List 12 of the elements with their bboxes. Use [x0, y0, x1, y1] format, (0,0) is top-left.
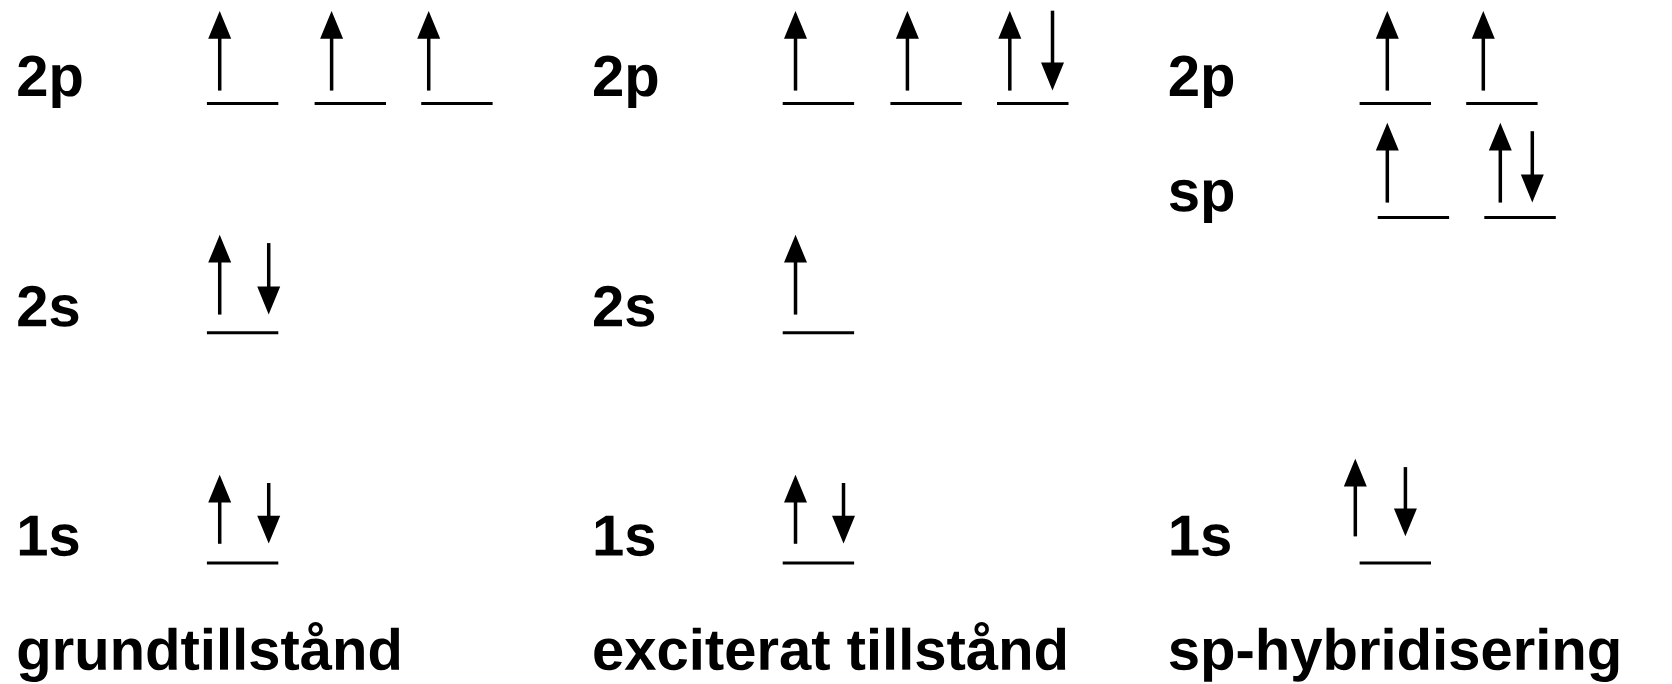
level-label: 2p: [1169, 55, 1234, 108]
level-label: 2s: [18, 285, 79, 327]
level-label: sp: [1169, 179, 1234, 224]
state-title: exciterat tillstånd: [594, 621, 1066, 671]
level-label: 1s: [19, 515, 79, 557]
state-title: grundtillstånd: [18, 621, 400, 682]
level-label: 2p: [18, 55, 82, 108]
level-label: 2s: [594, 285, 655, 327]
level-label: 1s: [595, 515, 655, 557]
state-title: sp-hybridisering: [1169, 627, 1619, 682]
level-label: 1s: [1171, 515, 1230, 557]
level-label: 2p: [594, 55, 658, 108]
